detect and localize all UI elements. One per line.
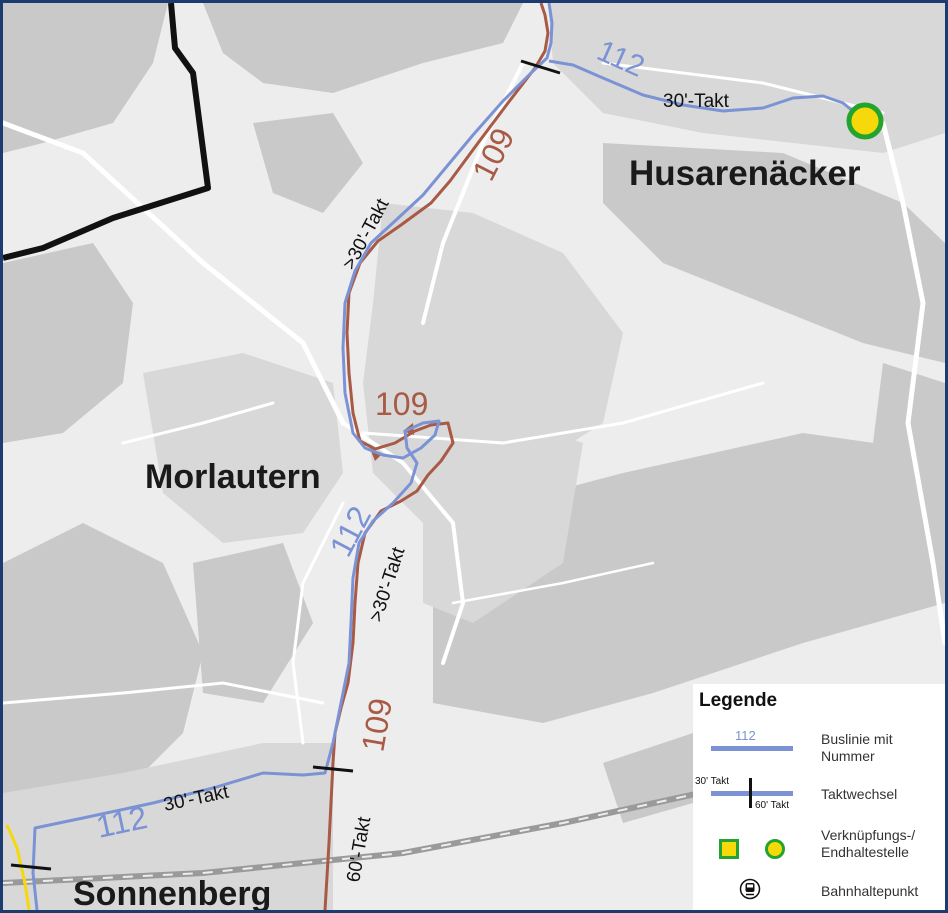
district-boundary — [3, 3, 211, 261]
place-morlautern: Morlautern — [145, 458, 321, 496]
place-husarenaecker: Husarenäcker — [629, 154, 861, 193]
legend-freq-bar-icon — [749, 778, 752, 808]
legend-bus-line-sample — [711, 746, 793, 751]
frequency-change-markers — [10, 59, 561, 871]
settlement-areas — [3, 3, 945, 910]
forest-areas — [3, 3, 945, 833]
map-canvas: Husarenäcker Morlautern Sonnenberg 112 1… — [3, 3, 945, 910]
legend-bus-line-number: 112 — [735, 728, 756, 743]
route-number-109-middle: 109 — [375, 386, 428, 422]
legend-train-icon — [739, 878, 761, 900]
legend-title: Legende — [699, 690, 778, 711]
freq-label-top-right: 30'-Takt — [663, 91, 730, 112]
route-109-arrow-icon — [371, 451, 381, 461]
legend-freq-line-sample — [711, 791, 793, 796]
legend-freq-label: Taktwechsel — [821, 786, 898, 802]
legend-freq-left-text: 30' Takt — [695, 776, 729, 787]
route-112-branch — [548, 59, 866, 123]
legend-square-stop-icon — [719, 839, 739, 859]
legend: Legende 112 Buslinie mit Nummer 30' Takt… — [693, 684, 945, 910]
route-109-line — [323, 3, 550, 910]
legend-train-label: Bahnhaltepunkt — [821, 883, 919, 899]
route-112-line — [31, 3, 554, 910]
legend-stop-label: Verknüpfungs-/ Endhaltestelle — [821, 827, 916, 860]
terminus-stop-icon — [846, 102, 884, 140]
legend-freq-right-text: 60' Takt — [755, 800, 789, 811]
legend-circle-stop-icon — [765, 839, 785, 859]
place-sonnenberg: Sonnenberg — [73, 875, 271, 910]
legend-bus-line-label: Buslinie mit Nummer — [821, 731, 893, 764]
